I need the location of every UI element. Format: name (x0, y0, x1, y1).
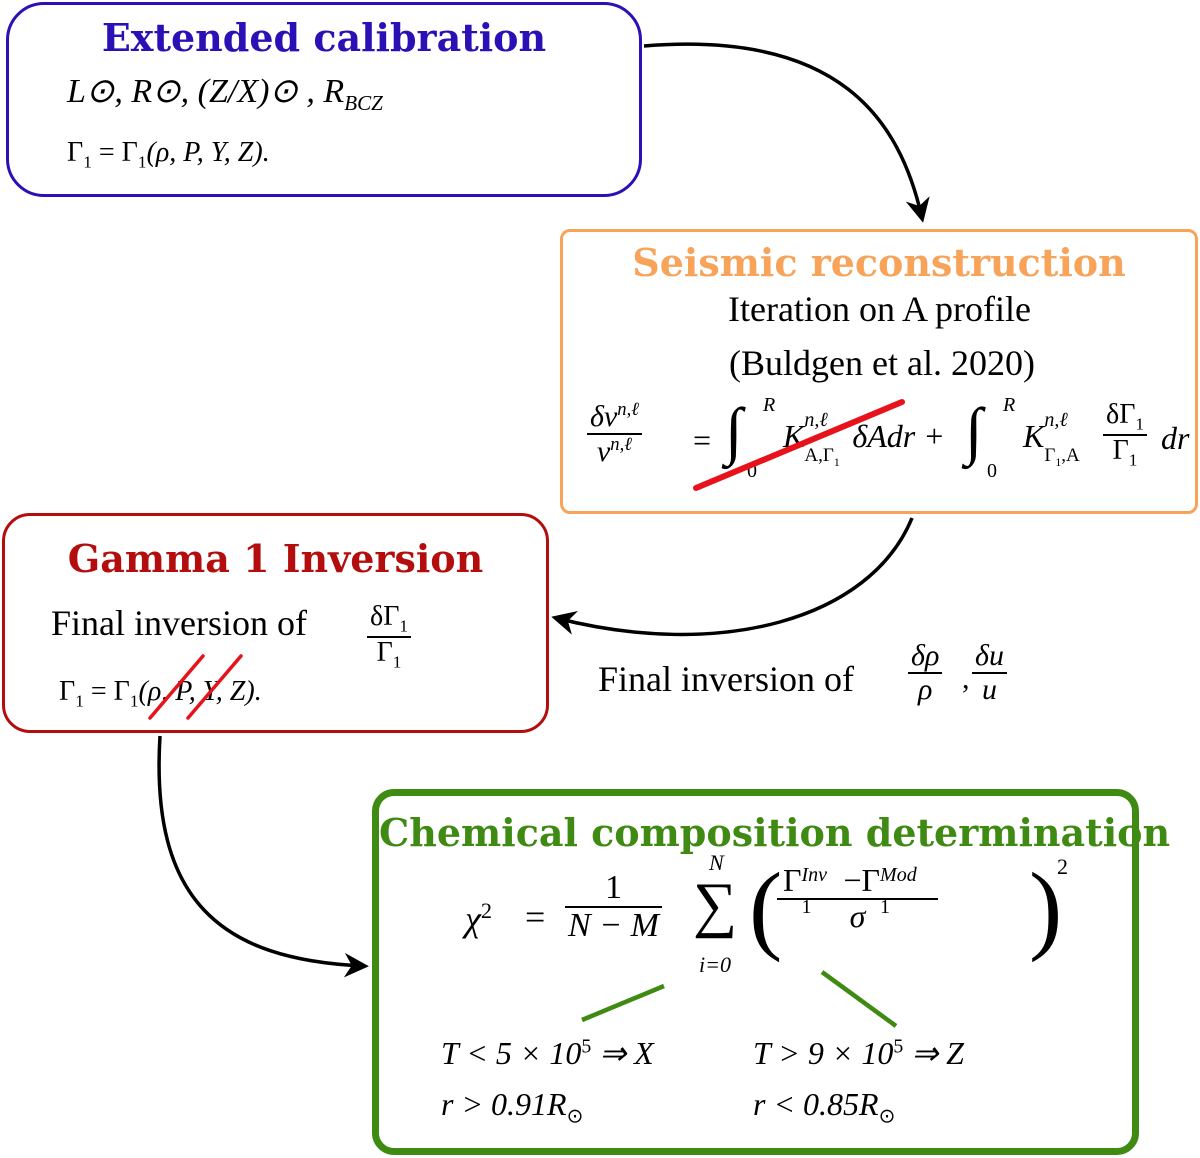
integral-1-upper: R (763, 394, 776, 416)
density-inversion-label: Final inversion of (598, 659, 854, 699)
gamma1-inversion-box: Gamma 1 Inversion Final inversion of δΓ1… (2, 513, 549, 733)
extended-calibration-title: Extended calibration (101, 15, 547, 60)
chi-equals: = (525, 897, 546, 937)
drho-fraction: δρ ρ (908, 640, 943, 705)
calibration-constraints: L⊙, R⊙, (Z/X)⊙ , RBCZ (67, 73, 383, 115)
sum-symbol: ∑ (693, 871, 738, 939)
gamma-gamma1-equation: Γ1 = Γ1(ρ, P, Y, Z). (59, 676, 262, 711)
extended-calibration-box: Extended calibration L⊙, R⊙, (Z/X)⊙ , RB… (6, 2, 642, 197)
seismic-reconstruction-title: Seismic reconstruction (632, 240, 1126, 285)
seismic-reference-text: (Buldgen et al. 2020) (729, 343, 1035, 383)
arrow-calibration-to-seismic (643, 42, 930, 223)
integral-2-lower: 0 (987, 460, 997, 482)
chi-symbol: χ2 (465, 898, 492, 939)
fraction-comma: , (962, 662, 970, 695)
dr-text: dr (1161, 420, 1190, 456)
chemical-composition-box: Chemical composition determination χ2 = … (372, 789, 1171, 1155)
metals-condition-radius: r < 0.85R⊙ (753, 1086, 896, 1128)
hydrogen-condition-radius: r > 0.91R⊙ (441, 1086, 584, 1128)
arrow-seismic-to-gamma (551, 517, 914, 637)
equals-sign: = (693, 422, 712, 458)
density-inversion-annotation: Final inversion of δρ ρ , δu u (598, 640, 1018, 730)
dgamma-fraction: δΓ1 Γ1 (1103, 400, 1148, 470)
chemical-composition-title: Chemical composition determination (379, 810, 1171, 855)
hydrogen-condition-temperature: T < 5 × 105 ⇒ X (441, 1035, 654, 1071)
integral-1-lower: 0 (747, 460, 757, 482)
gamma-dgamma-fraction: δΓ1 Γ1 (367, 602, 412, 672)
square-exponent: 2 (1057, 854, 1068, 879)
arrow-gamma-to-chemical (157, 735, 369, 978)
normalization-fraction: 1 N − M (565, 870, 662, 943)
integral-sign-2: ∫ (965, 395, 983, 466)
du-fraction: δu u (972, 640, 1007, 705)
dnu-fraction: δνn,ℓ νn,ℓ (587, 400, 642, 467)
gamma1-inversion-title: Gamma 1 Inversion (67, 536, 484, 581)
integral-2-upper: R (1003, 394, 1016, 416)
metals-condition-temperature: T > 9 × 105 ⇒ Z (753, 1035, 964, 1071)
seismic-iteration-text: Iteration on A profile (728, 289, 1031, 329)
gamma-final-inversion-text: Final inversion of (51, 603, 307, 643)
left-paren: ( (749, 852, 783, 963)
calibration-gamma1-equation: Γ1 = Γ1(ρ, P, Y, Z). (67, 137, 270, 172)
integral-sign-1: ∫ (725, 395, 743, 466)
right-paren: ) (1029, 852, 1063, 963)
seismic-reconstruction-box: Seismic reconstruction Iteration on A pr… (560, 229, 1198, 514)
sum-upper-limit: N (709, 850, 724, 875)
sum-lower-limit: i=0 (699, 952, 731, 977)
